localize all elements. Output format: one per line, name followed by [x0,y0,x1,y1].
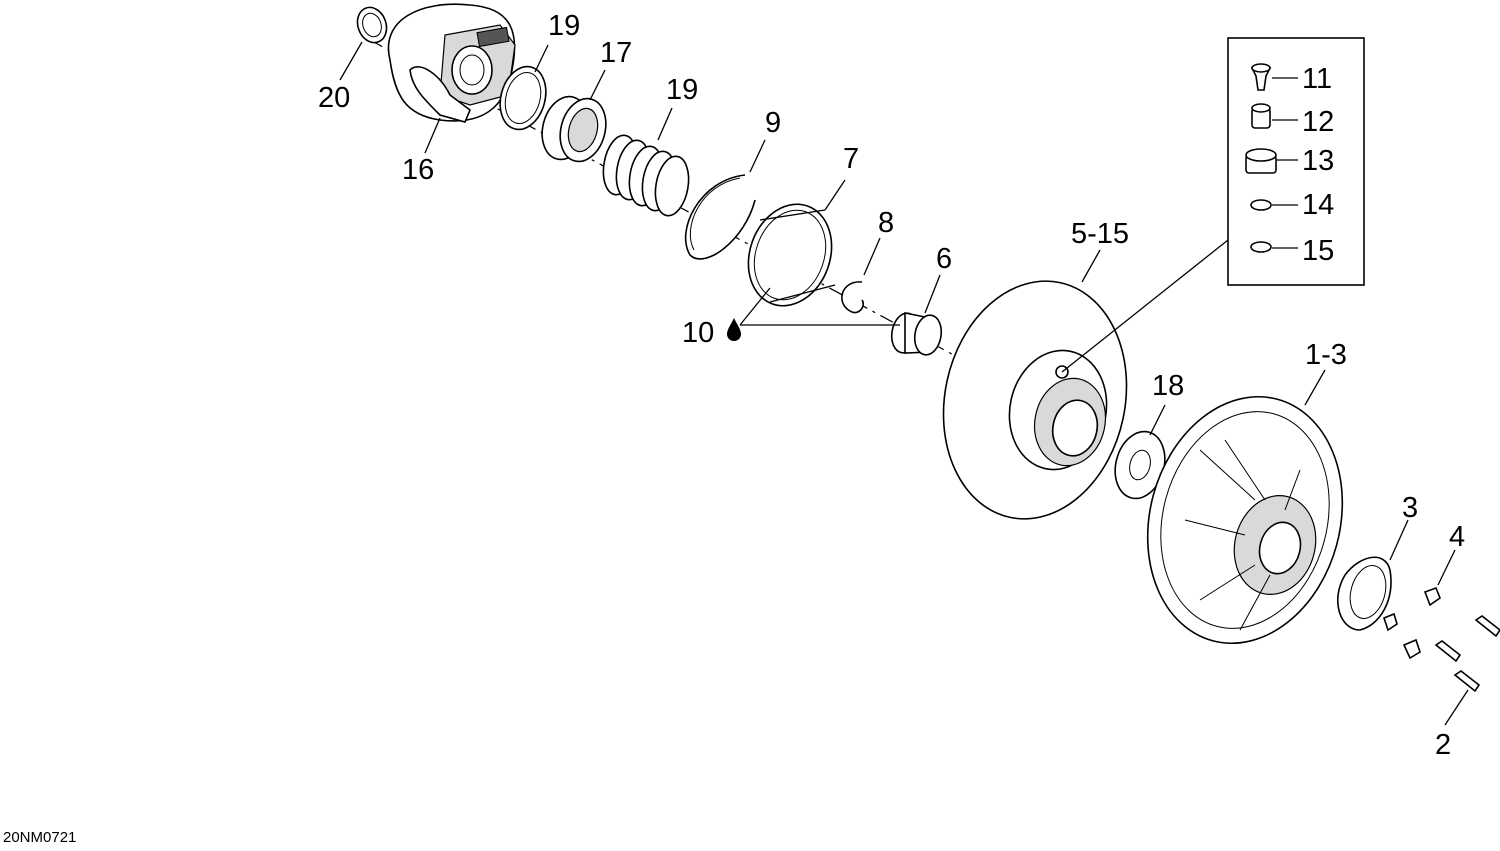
callout-6: 6 [936,243,952,275]
callout-10: 10 [682,317,714,349]
callout-19-washer: 19 [548,10,580,42]
part-10-leaders [727,287,900,341]
part-2-bolts [1434,615,1500,693]
callout-17: 17 [600,37,632,69]
part-16-cam [387,3,516,123]
callout-4: 4 [1449,521,1465,553]
callout-3: 3 [1402,492,1418,524]
callout-8: 8 [878,207,894,239]
part-5-15-sliding-sheave [942,280,1128,520]
callout-19-spring: 19 [666,74,698,106]
inset-box-11-15 [1227,37,1365,286]
callout-11: 11 [1302,63,1332,95]
part-19-washer [499,65,547,131]
part-19-spring [602,134,690,217]
part-7-sleeve [747,203,836,307]
callout-20: 20 [318,82,350,114]
part-17-bearing [541,95,607,163]
callout-1-3: 1-3 [1305,339,1347,371]
callout-9: 9 [765,107,781,139]
callout-5-15: 5-15 [1071,218,1129,250]
callout-12: 12 [1302,106,1334,138]
oil-drop-icon [727,318,741,341]
callout-15: 15 [1302,235,1334,267]
drawing-code: 20NM0721 [3,829,76,846]
leader-lines [339,41,1469,726]
callout-13: 13 [1302,145,1334,177]
callout-16: 16 [402,154,434,186]
part-3-plate [1336,556,1392,631]
part-8-circlip [841,281,865,314]
callout-7: 7 [843,143,859,175]
callout-18: 18 [1152,370,1184,402]
part-4-nuts [1383,586,1441,660]
part-6-bushing [890,312,943,356]
part-20-ring [356,6,388,44]
part-9-snap-ring [684,174,756,260]
part-1-3-fixed-sheave [1146,395,1344,645]
callout-2: 2 [1435,729,1451,761]
callout-14: 14 [1302,189,1334,221]
